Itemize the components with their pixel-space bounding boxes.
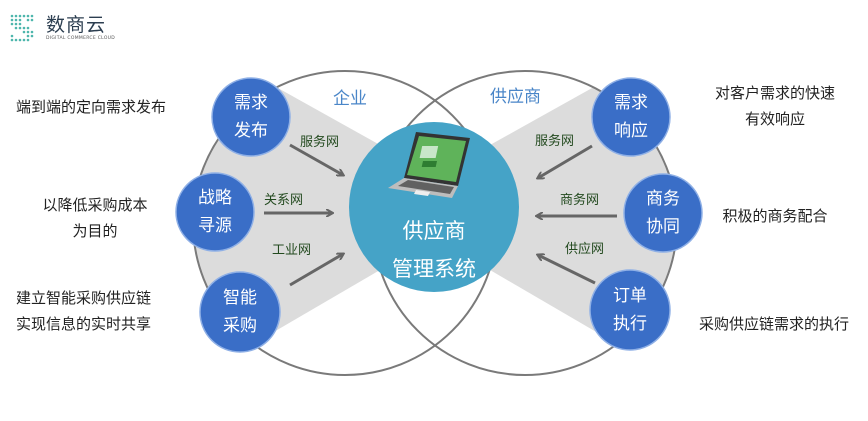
net-label-service-right: 服务网 bbox=[535, 134, 575, 149]
center-title-line2: 管理系统 bbox=[392, 257, 476, 281]
node-circle-smart-procurement bbox=[199, 271, 281, 353]
net-label-business: 商务网 bbox=[560, 193, 600, 208]
logo-title: 数商云 bbox=[46, 14, 107, 36]
arrow-supply-net bbox=[538, 255, 596, 285]
node-strategic-sourcing: 战略 寻源 bbox=[198, 188, 232, 236]
desc-order-execution: 采购供应链需求的执行 bbox=[698, 315, 849, 333]
logo-dots-icon bbox=[10, 14, 34, 42]
net-label-relation: 关系网 bbox=[264, 193, 304, 208]
supplier-title: 供应商 bbox=[490, 87, 541, 107]
arrow-service-net-left bbox=[289, 143, 343, 175]
net-label-supply: 供应网 bbox=[565, 242, 605, 257]
node-circle-strategic-sourcing bbox=[175, 172, 255, 252]
desc-smart-procurement: 建立智能采购供应链 实现信息的实时共享 bbox=[16, 289, 152, 333]
arrow-service-net-right bbox=[538, 144, 593, 178]
center-title: 供应商 管理系统 bbox=[374, 212, 494, 288]
node-circle-order-execution bbox=[589, 269, 671, 351]
logo-subtitle: DIGITAL COMMERCE CLOUD bbox=[46, 36, 116, 41]
desc-demand-response: 对客户需求的快速 有效响应 bbox=[714, 84, 835, 128]
desc-demand-publish: 端到端的定向需求发布 bbox=[16, 98, 167, 116]
laptop-icon bbox=[388, 132, 470, 198]
node-smart-procurement: 智能 采购 bbox=[223, 288, 257, 336]
net-label-industry: 工业网 bbox=[272, 243, 312, 258]
node-circle-business-collab bbox=[623, 173, 703, 253]
node-demand-publish: 需求 发布 bbox=[234, 93, 268, 141]
net-label-service-left: 服务网 bbox=[300, 135, 340, 150]
node-business-collab: 商务 协同 bbox=[646, 189, 680, 237]
center-title-line1: 供应商 bbox=[402, 219, 466, 243]
desc-strategic-sourcing: 以降低采购成本 为目的 bbox=[42, 196, 148, 240]
node-demand-response: 需求 响应 bbox=[614, 93, 648, 141]
node-circle-demand-response bbox=[591, 77, 671, 157]
center-circle bbox=[349, 122, 519, 292]
arrow-industry-net bbox=[289, 254, 343, 287]
node-order-execution: 订单 执行 bbox=[613, 286, 647, 334]
logo: 数商云 DIGITAL COMMERCE CLOUD bbox=[8, 8, 115, 48]
enterprise-title: 企业 bbox=[333, 89, 367, 109]
node-circle-demand-publish bbox=[211, 77, 291, 157]
desc-business-collab: 积极的商务配合 bbox=[722, 207, 828, 225]
